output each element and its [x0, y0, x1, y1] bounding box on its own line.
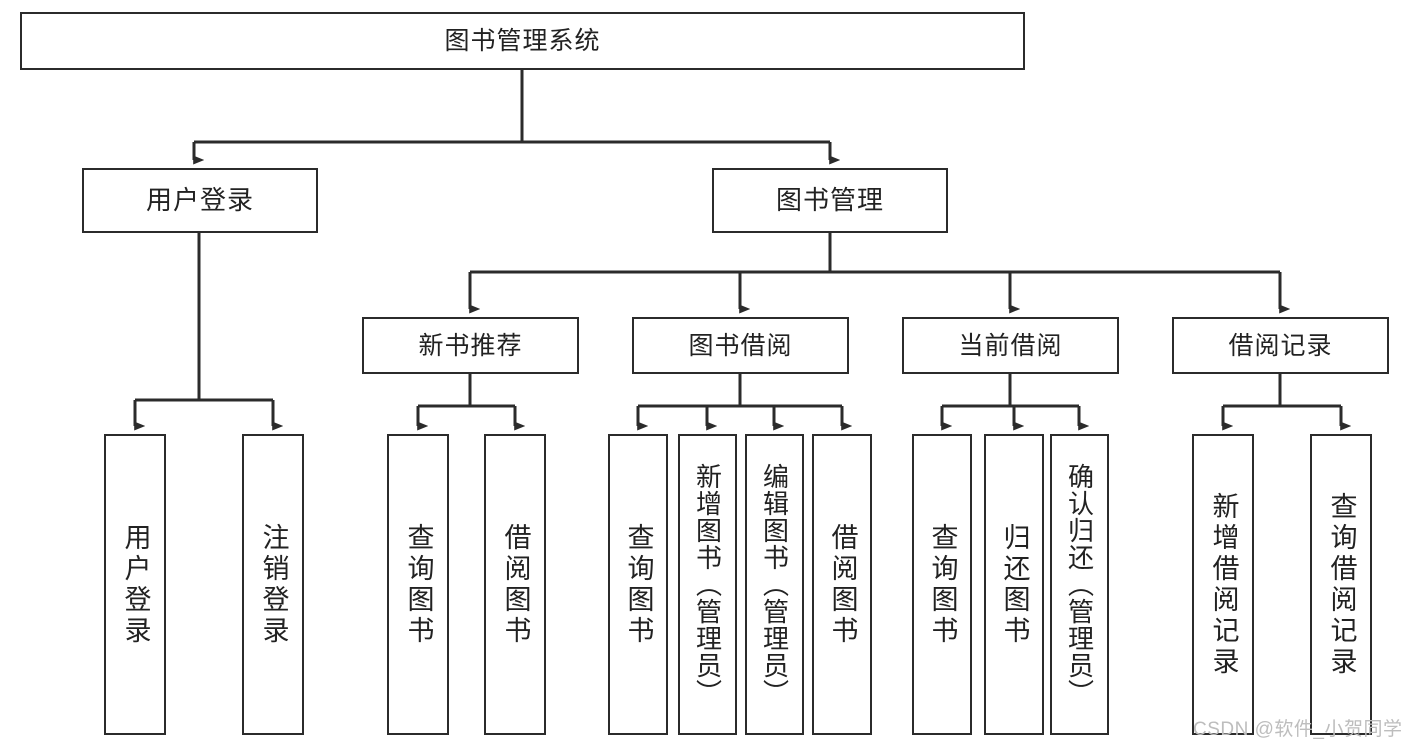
node-book-manage[interactable]: 图书管理: [712, 168, 948, 233]
node-leaf-confirm-return[interactable]: 确认归还（管理员）: [1050, 434, 1109, 735]
node-borrow-record[interactable]: 借阅记录: [1172, 317, 1389, 374]
node-leaf-add-book[interactable]: 新增图书（管理员）: [678, 434, 737, 735]
node-leaf-user-login-label: 用户登录: [120, 522, 151, 647]
node-book-borrow-label: 图书借阅: [688, 331, 793, 360]
node-leaf-user-logout-label: 注销登录: [258, 522, 289, 647]
node-leaf-query-book-borrow[interactable]: 查询图书: [608, 434, 668, 735]
node-leaf-user-logout[interactable]: 注销登录: [242, 434, 304, 735]
node-leaf-confirm-return-label: 确认归还（管理员）: [1064, 463, 1095, 706]
node-leaf-add-book-label: 新增图书（管理员）: [692, 463, 723, 706]
node-leaf-borrow-book-rec-label: 借阅图书: [500, 522, 531, 647]
node-root[interactable]: 图书管理系统: [20, 12, 1025, 70]
node-book-manage-label: 图书管理: [775, 184, 884, 215]
node-leaf-query-book-rec-label: 查询图书: [403, 522, 434, 647]
node-leaf-borrow-book-label: 借阅图书: [827, 522, 858, 647]
node-leaf-query-book-borrow-label: 查询图书: [623, 522, 654, 647]
node-root-label: 图书管理系统: [444, 27, 601, 55]
node-leaf-edit-book[interactable]: 编辑图书（管理员）: [745, 434, 804, 735]
node-new-book-rec[interactable]: 新书推荐: [362, 317, 579, 374]
node-leaf-query-record[interactable]: 查询借阅记录: [1310, 434, 1372, 735]
node-leaf-query-record-label: 查询借阅记录: [1326, 491, 1357, 678]
node-user-login-label: 用户登录: [145, 184, 254, 215]
node-leaf-return-book-label: 归还图书: [999, 522, 1030, 647]
node-current-borrow-label: 当前借阅: [958, 331, 1063, 360]
node-leaf-edit-book-label: 编辑图书（管理员）: [759, 463, 790, 706]
node-current-borrow[interactable]: 当前借阅: [902, 317, 1119, 374]
node-leaf-borrow-book-rec[interactable]: 借阅图书: [484, 434, 546, 735]
node-leaf-add-record-label: 新增借阅记录: [1208, 491, 1239, 678]
node-user-login[interactable]: 用户登录: [82, 168, 318, 233]
node-new-book-rec-label: 新书推荐: [418, 331, 523, 360]
node-leaf-add-record[interactable]: 新增借阅记录: [1192, 434, 1254, 735]
node-leaf-query-book-current-label: 查询图书: [927, 522, 958, 647]
node-leaf-query-book-rec[interactable]: 查询图书: [387, 434, 449, 735]
node-borrow-record-label: 借阅记录: [1228, 331, 1333, 360]
node-book-borrow[interactable]: 图书借阅: [632, 317, 849, 374]
watermark-text: CSDN @软件_小贺同学: [1193, 719, 1403, 740]
node-leaf-return-book[interactable]: 归还图书: [984, 434, 1044, 735]
node-leaf-borrow-book[interactable]: 借阅图书: [812, 434, 872, 735]
node-leaf-user-login[interactable]: 用户登录: [104, 434, 166, 735]
node-leaf-query-book-current[interactable]: 查询图书: [912, 434, 972, 735]
